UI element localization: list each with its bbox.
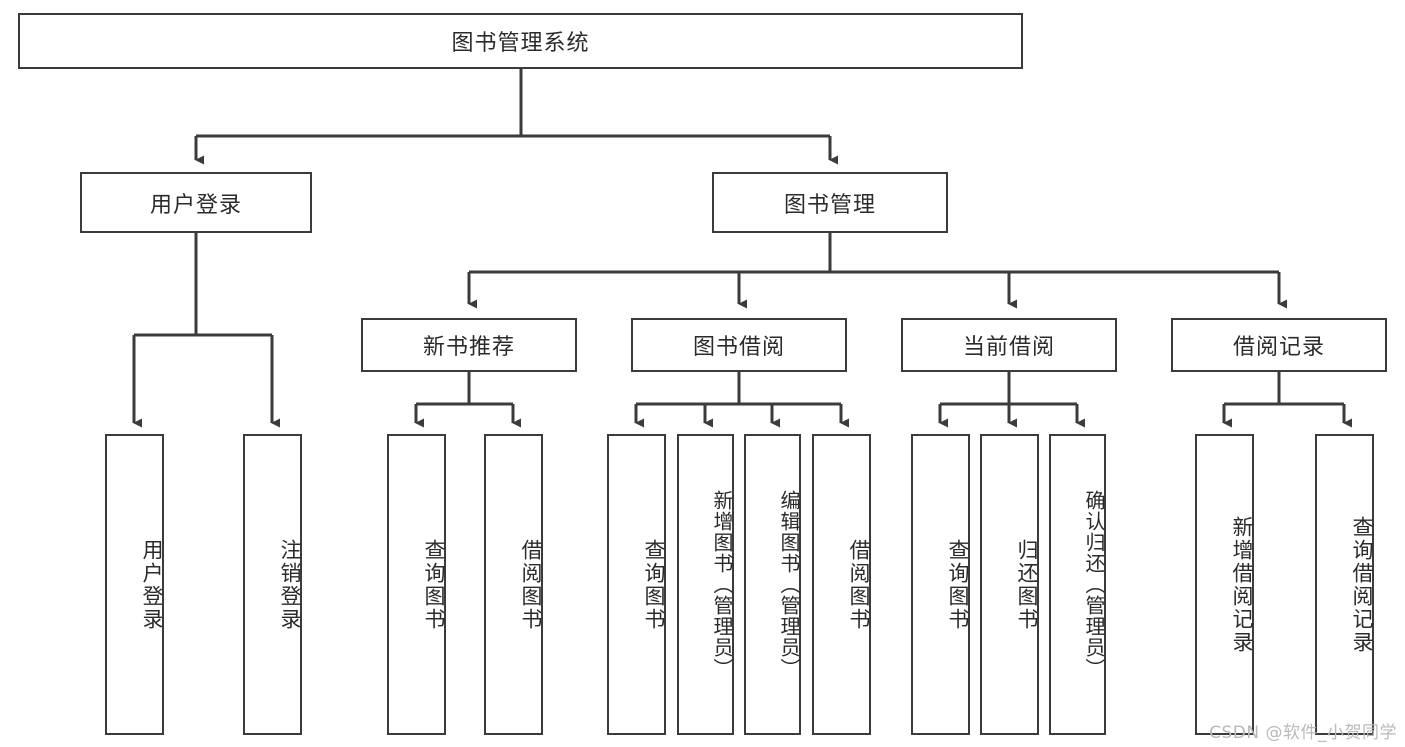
node-label: 新书推荐 [422, 335, 515, 360]
node-book-management[interactable]: 图书管理 [712, 172, 948, 233]
node-root-book-management-system[interactable]: 图书管理系统 [18, 13, 1023, 69]
leaf-record-query-borrow-record[interactable]: 查询借阅记录 [1315, 434, 1374, 735]
leaf-recommend-borrow-book[interactable]: 借阅图书 [484, 434, 543, 735]
node-label: 借阅图书 [519, 538, 543, 631]
node-label: 查询图书 [642, 538, 666, 631]
leaf-user-login-logout[interactable]: 注销登录 [243, 434, 302, 735]
node-label: 编辑图书（管理员） [777, 490, 801, 679]
node-new-book-recommend[interactable]: 新书推荐 [361, 318, 577, 372]
node-label: 用户登录 [140, 538, 164, 631]
leaf-borrow-query-book[interactable]: 查询图书 [607, 434, 666, 735]
csdn-watermark: CSDN @软件_小贺同学 [1209, 723, 1397, 743]
node-book-borrow[interactable]: 图书借阅 [631, 318, 847, 372]
node-label: 新增借阅记录 [1230, 515, 1254, 654]
node-label: 注销登录 [278, 538, 302, 631]
node-user-login[interactable]: 用户登录 [80, 172, 312, 233]
node-label: 查询图书 [422, 538, 446, 631]
leaf-borrow-add-book-admin[interactable]: 新增图书（管理员） [677, 434, 734, 735]
node-label: 确认归还（管理员） [1082, 490, 1106, 679]
leaf-borrow-edit-book-admin[interactable]: 编辑图书（管理员） [744, 434, 801, 735]
node-borrow-record[interactable]: 借阅记录 [1171, 318, 1387, 372]
leaf-record-add-borrow-record[interactable]: 新增借阅记录 [1195, 434, 1254, 735]
node-label: 用户登录 [149, 192, 242, 218]
leaf-borrow-borrow-book[interactable]: 借阅图书 [812, 434, 871, 735]
node-label: 图书借阅 [692, 335, 785, 360]
leaf-user-login-login[interactable]: 用户登录 [105, 434, 164, 735]
node-label: 查询借阅记录 [1350, 515, 1374, 654]
node-label: 新增图书（管理员） [710, 490, 734, 679]
node-label: 查询图书 [946, 538, 970, 631]
node-current-borrow[interactable]: 当前借阅 [901, 318, 1117, 372]
leaf-current-query-book[interactable]: 查询图书 [911, 434, 970, 735]
node-label: 归还图书 [1015, 538, 1039, 631]
leaf-current-confirm-return-admin[interactable]: 确认归还（管理员） [1049, 434, 1106, 735]
node-label: 图书管理 [783, 192, 876, 218]
node-label: 当前借阅 [962, 335, 1055, 360]
leaf-recommend-query-book[interactable]: 查询图书 [387, 434, 446, 735]
node-label: 图书管理系统 [451, 31, 590, 56]
leaf-current-return-book[interactable]: 归还图书 [980, 434, 1039, 735]
node-label: 借阅记录 [1232, 335, 1325, 360]
node-label: 借阅图书 [847, 538, 871, 631]
